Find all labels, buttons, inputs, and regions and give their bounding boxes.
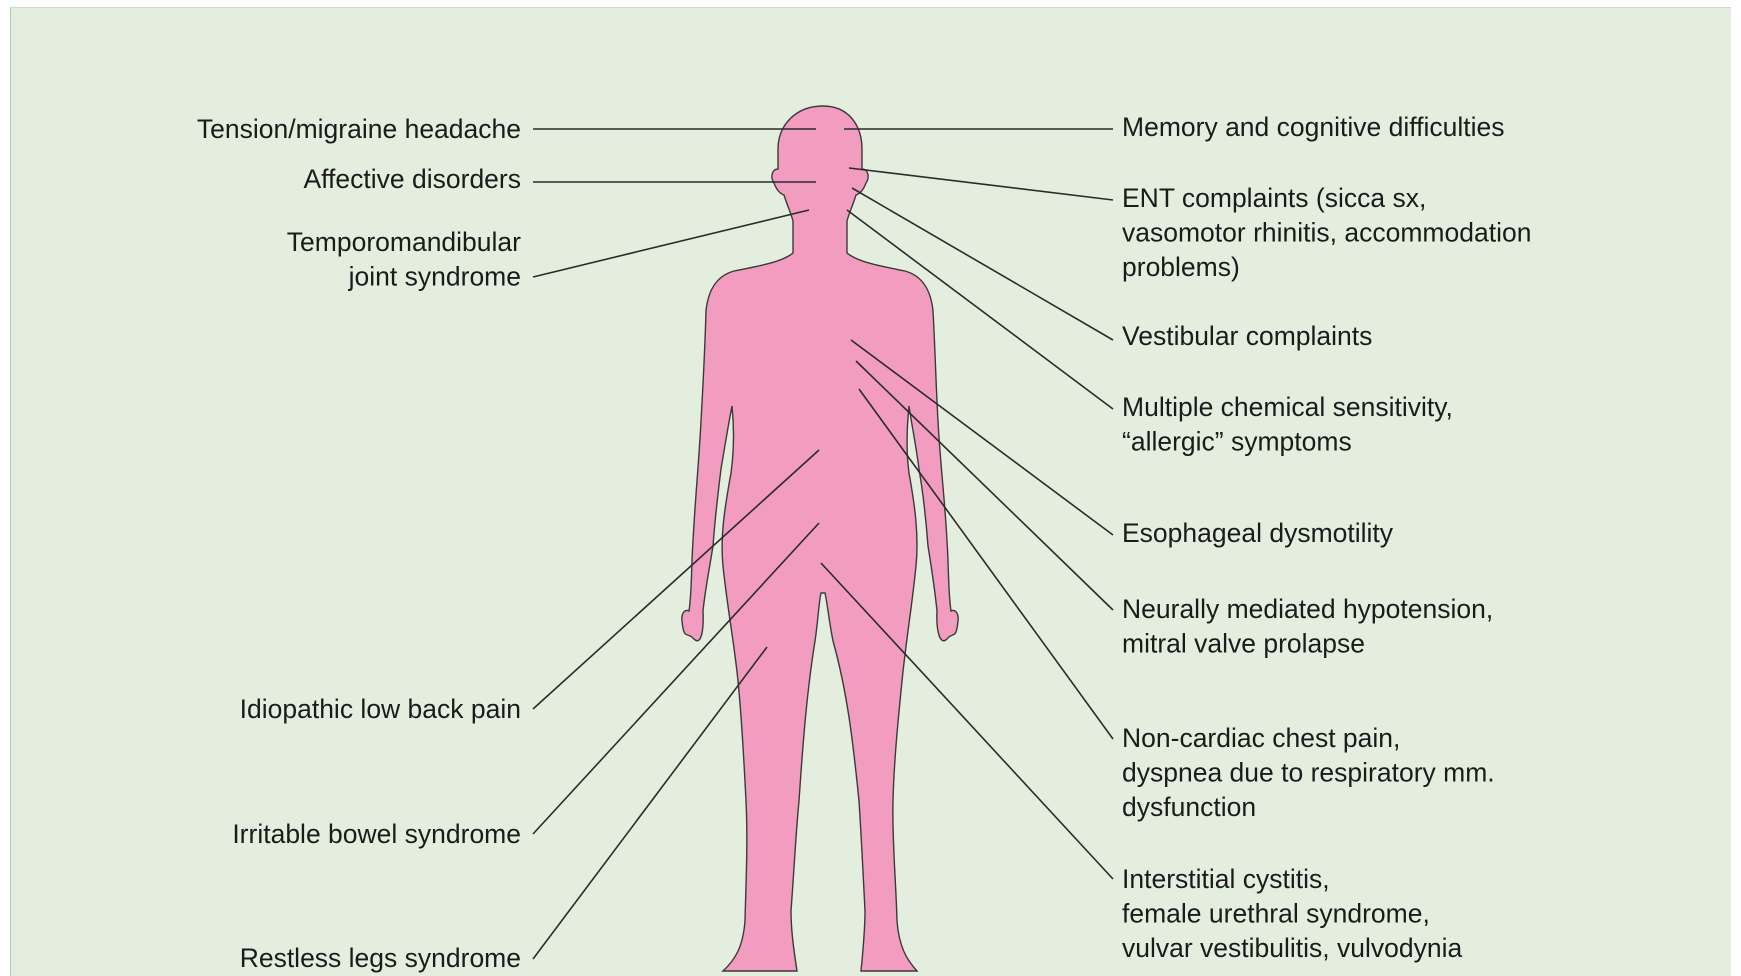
label-line: Interstitial cystitis, bbox=[1122, 864, 1330, 894]
leader-restless-legs-syndrome bbox=[533, 647, 767, 959]
label-line: Neurally mediated hypotension, bbox=[1122, 594, 1493, 624]
label-line: Vestibular complaints bbox=[1122, 321, 1372, 351]
label-ent-complaints: ENT complaints (sicca sx, vasomotor rhini… bbox=[1122, 183, 1531, 282]
label-interstitial-cystitis: Interstitial cystitis, female urethral sy… bbox=[1122, 864, 1462, 963]
label-neurally-mediated-hypotension: Neurally mediated hypotension, mitral val… bbox=[1122, 594, 1493, 659]
label-line: vasomotor rhinitis, accommodation bbox=[1122, 218, 1531, 248]
label-irritable-bowel-syndrome: Irritable bowel syndrome bbox=[232, 819, 521, 849]
label-line: ENT complaints (sicca sx, bbox=[1122, 183, 1426, 213]
label-line: Temporomandibular bbox=[287, 227, 521, 257]
label-multiple-chemical-sensitivity: Multiple chemical sensitivity, “allergic”… bbox=[1122, 392, 1453, 457]
label-line: Non-cardiac chest pain, bbox=[1122, 723, 1400, 753]
label-line: Multiple chemical sensitivity, bbox=[1122, 392, 1453, 422]
label-line: Esophageal dysmotility bbox=[1122, 518, 1394, 548]
label-line: Tension/migraine headache bbox=[197, 114, 521, 144]
label-line: problems) bbox=[1122, 252, 1240, 282]
label-line: female urethral syndrome, bbox=[1122, 899, 1430, 929]
label-memory-cognitive-difficulties: Memory and cognitive difficulties bbox=[1122, 112, 1504, 142]
label-idiopathic-low-back-pain: Idiopathic low back pain bbox=[240, 694, 521, 724]
label-line: vulvar vestibulitis, vulvodynia bbox=[1122, 933, 1462, 963]
label-tension-migraine-headache: Tension/migraine headache bbox=[197, 114, 521, 144]
label-vestibular-complaints: Vestibular complaints bbox=[1122, 321, 1372, 351]
label-line: joint syndrome bbox=[348, 262, 521, 292]
label-line: dysfunction bbox=[1122, 792, 1256, 822]
label-line: Irritable bowel syndrome bbox=[232, 819, 521, 849]
label-line: Memory and cognitive difficulties bbox=[1122, 112, 1504, 142]
label-line: mitral valve prolapse bbox=[1122, 629, 1365, 659]
label-restless-legs-syndrome: Restless legs syndrome bbox=[240, 943, 521, 973]
label-esophageal-dysmotility: Esophageal dysmotility bbox=[1122, 518, 1394, 548]
label-line: dyspnea due to respiratory mm. bbox=[1122, 758, 1495, 788]
label-line: Affective disorders bbox=[304, 164, 522, 194]
human-body-silhouette bbox=[682, 106, 958, 971]
label-line: “allergic” symptoms bbox=[1122, 427, 1352, 457]
leader-ent-complaints bbox=[849, 168, 1113, 200]
label-line: Idiopathic low back pain bbox=[240, 694, 521, 724]
label-non-cardiac-chest-pain: Non-cardiac chest pain, dyspnea due to re… bbox=[1122, 723, 1495, 822]
label-affective-disorders: Affective disorders bbox=[304, 164, 522, 194]
label-line: Restless legs syndrome bbox=[240, 943, 521, 973]
label-temporomandibular-joint-syndrome: Temporomandibular joint syndrome bbox=[287, 227, 521, 292]
